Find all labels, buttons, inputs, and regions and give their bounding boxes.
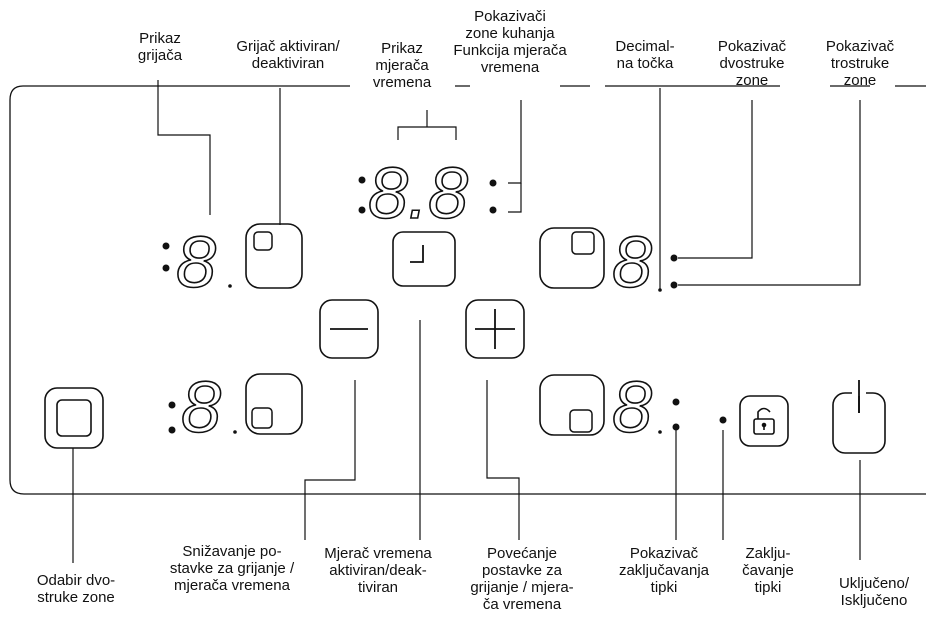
- burner-digit-right-bottom: 8: [612, 368, 652, 448]
- burner-display-right-bottom: 8: [611, 367, 680, 449]
- dual-zone-select-icon: [56, 399, 92, 437]
- label-pokazivac-dvostruke: Pokazivač dvostruke zone: [717, 38, 787, 89]
- timer-icon: [410, 245, 424, 263]
- lower-right-zone-indicator: [539, 374, 605, 436]
- dual-zone-indicator: [539, 227, 605, 289]
- minus-button[interactable]: [319, 299, 379, 359]
- power-button[interactable]: [832, 380, 886, 454]
- timer-display: 8.8: [358, 153, 497, 235]
- key-lock-indicator: [719, 416, 727, 424]
- label-ukljuceno: Uključeno/ Isključeno: [838, 575, 910, 609]
- lock-icon: [753, 407, 775, 435]
- label-decimalna-tocka: Decimal- na točka: [615, 38, 675, 72]
- label-zakljucavanje: Zaklju- čavanje tipki: [742, 545, 794, 596]
- label-pokazivac-zakljucavanja: Pokazivač zaključavanja tipki: [618, 545, 710, 596]
- label-grijac-aktiviran: Grijač aktiviran/ deaktiviran: [236, 38, 340, 72]
- leader-lines: [72, 80, 861, 563]
- label-mjerac-aktiviran: Mjerač vremena aktiviran/deak- tiviran: [324, 545, 432, 596]
- burner-display-left-bottom: 8: [168, 367, 237, 449]
- lower-left-zone-indicator: [245, 373, 303, 435]
- plus-button[interactable]: [465, 299, 525, 359]
- label-povecanje: Povećanje postavke za grijanje / mjera- …: [470, 545, 574, 613]
- burner-digit-left-bottom: 8: [181, 368, 221, 448]
- lower-left-zone-inner: [251, 407, 273, 429]
- dual-zone-select-button[interactable]: [44, 387, 104, 449]
- panel-outline: [9, 85, 926, 495]
- burner-digit-left-top: 8: [176, 223, 216, 303]
- label-odabir-dvostruke: Odabir dvo- struke zone: [36, 572, 116, 606]
- timer-button[interactable]: [392, 231, 456, 287]
- burner-digit-right-top: 8: [612, 223, 652, 303]
- label-snizavanje: Snižavanje po- stavke za grijanje / mjer…: [169, 543, 295, 594]
- burner-display-left-top: 8: [162, 222, 232, 304]
- label-prikaz-mjeraca: Prikaz mjerača vremena: [372, 40, 432, 91]
- heater-active-inner: [253, 231, 273, 251]
- heater-active-indicator: [245, 223, 303, 289]
- dual-zone-inner: [571, 231, 595, 255]
- key-lock-button[interactable]: [739, 395, 789, 447]
- label-pokazivaci-zone: Pokazivači zone kuhanja Funkcija mjerača…: [453, 8, 567, 76]
- burner-display-right-top: 8: [611, 222, 678, 304]
- label-pokazivac-trostruke: Pokazivač trostruke zone: [825, 38, 895, 89]
- plus-icon: [475, 309, 515, 349]
- label-prikaz-grijaca: Prikaz grijača: [137, 30, 183, 64]
- timer-digits: 8.8: [368, 154, 468, 234]
- lower-right-zone-inner: [569, 409, 593, 433]
